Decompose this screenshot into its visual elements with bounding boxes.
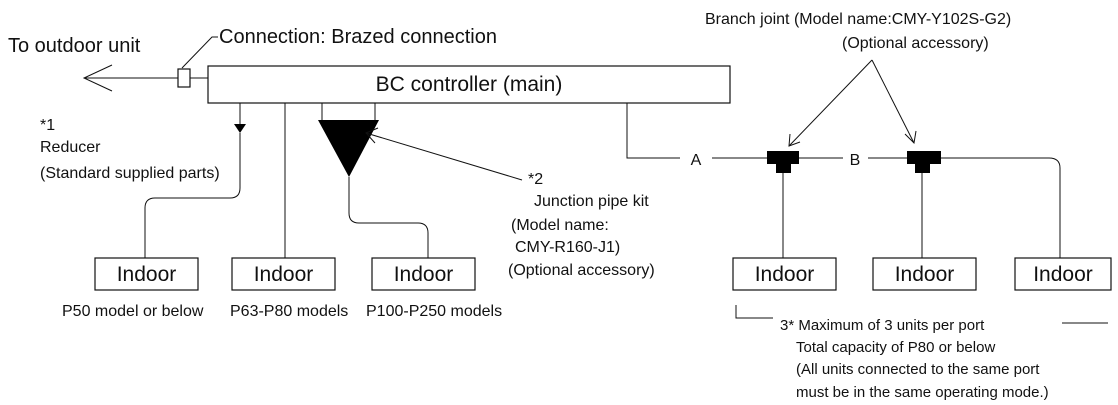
junction-leader-arrow [365,127,379,144]
reducer-label: Reducer [40,139,101,156]
connection-label: Connection: Brazed connection [219,26,497,48]
branch-joint-2 [907,151,941,173]
note3-line2: Total capacity of P80 or below [796,339,995,356]
junction-note-number: *2 [528,171,543,188]
indoor-unit-2: Indoor [231,257,336,291]
to-outdoor-arrow [82,64,178,92]
branch-joint-accessory: (Optional accessory) [842,35,989,52]
reducer-symbol [234,124,246,133]
junction-accessory: (Optional accessory) [508,262,655,279]
segment-a-label: A [691,152,702,169]
connection-leader-line [181,36,218,69]
brazed-connection-fitting [177,68,208,88]
indoor-unit-5: Indoor [872,257,977,291]
note3-bracket [735,305,1108,324]
branch-piping [626,103,1061,258]
segment-b-label: B [850,152,861,169]
indoor-caption-1: P50 model or below [62,303,204,320]
junction-model-name: CMY-R160-J1) [515,239,620,256]
indoor-unit-label: Indoor [1033,263,1093,286]
branch-joint-1 [767,151,799,173]
indoor-unit-label: Indoor [895,263,955,286]
to-outdoor-label: To outdoor unit [8,35,141,57]
bc-controller-label: BC controller (main) [376,73,563,96]
reducer-note-number: *1 [40,117,55,134]
junction-symbol [318,120,379,177]
indoor-unit-6: Indoor [1014,257,1112,291]
junction-model-prefix: (Model name: [511,217,609,234]
indoor-unit-label: Indoor [117,263,177,286]
bc-controller-box [207,65,731,104]
junction-pipe-kit [318,103,429,258]
junction-label: Junction pipe kit [534,193,649,210]
indoor-unit-4: Indoor [732,257,837,291]
indoor-unit-3: Indoor [371,257,476,291]
note3-line1: 3* Maximum of 3 units per port [780,317,985,334]
reducer-sublabel: (Standard supplied parts) [40,165,220,182]
indoor-caption-3: P100-P250 models [366,303,502,320]
branch-joint-label: Branch joint (Model name:CMY-Y102S-G2) [705,11,1011,28]
note3-line3: (All units connected to the same port [796,361,1040,378]
indoor-unit-label: Indoor [394,263,454,286]
indoor-caption-2: P63-P80 models [230,303,348,320]
branch-joint-arrows [788,59,917,147]
indoor-unit-1: Indoor [94,257,199,291]
reducer-piping [144,103,246,258]
note3-line4: must be in the same operating mode.) [796,384,1049,401]
indoor-unit-label: Indoor [755,263,815,286]
indoor-unit-label: Indoor [254,263,314,286]
junction-leader-line [365,132,523,181]
